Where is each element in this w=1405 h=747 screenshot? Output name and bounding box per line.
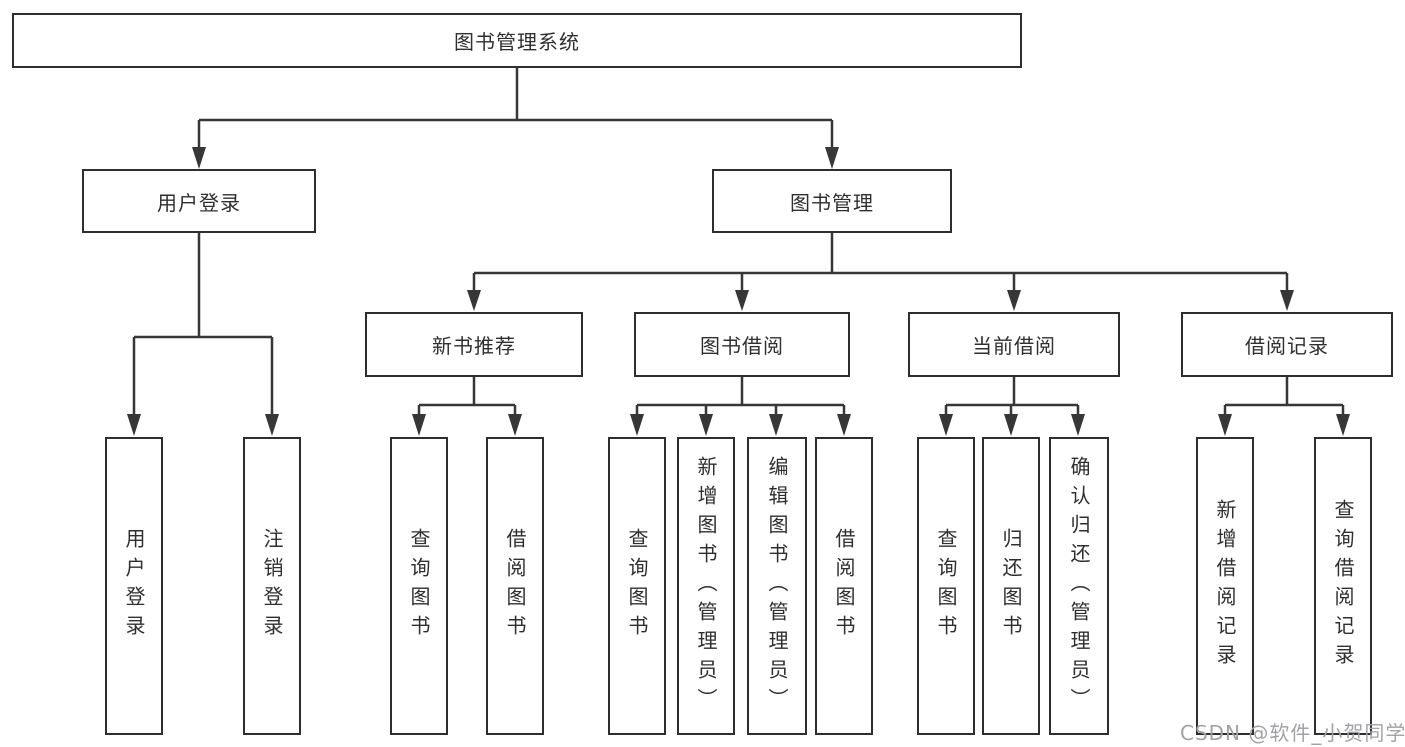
node-label: 借阅记录: [1245, 334, 1329, 358]
csdn-watermark: CSDN @软件_小贺同学: [1180, 721, 1405, 745]
node-book-borrow: 图书借阅: [634, 312, 850, 377]
node-label: 新增图书（管理员）: [694, 455, 718, 717]
node-label: 查询图书: [407, 528, 431, 644]
node-leaf-edit-books-admin: 编辑图书（管理员）: [747, 437, 807, 735]
node-user-login: 用户登录: [82, 169, 316, 233]
node-label: 图书管理系统: [454, 30, 580, 54]
node-leaf-query-borrow-record: 查询借阅记录: [1314, 437, 1372, 735]
node-label: 借阅图书: [832, 528, 856, 644]
node-leaf-query-books-current: 查询图书: [917, 437, 975, 735]
node-leaf-add-books-admin: 新增图书（管理员）: [677, 437, 735, 735]
node-label: 确认归还（管理员）: [1067, 455, 1091, 717]
node-leaf-query-books-recommend: 查询图书: [390, 437, 448, 735]
node-leaf-user-login: 用户登录: [105, 437, 163, 735]
node-new-book-recommend: 新书推荐: [365, 312, 583, 377]
node-leaf-logout: 注销登录: [243, 437, 301, 735]
arrowheads: [127, 147, 1350, 436]
node-label: 新书推荐: [432, 334, 516, 358]
node-leaf-borrow-books: 借阅图书: [815, 437, 873, 735]
node-leaf-borrow-books-recommend: 借阅图书: [486, 437, 544, 735]
node-label: 查询图书: [934, 528, 958, 644]
node-label: 当前借阅: [972, 334, 1056, 358]
node-label: 编辑图书（管理员）: [765, 455, 789, 717]
node-label: 新增借阅记录: [1213, 499, 1237, 673]
node-label: 归还图书: [999, 528, 1023, 644]
node-current-borrow: 当前借阅: [908, 312, 1120, 377]
node-book-management: 图书管理: [712, 169, 952, 233]
node-borrow-records: 借阅记录: [1181, 312, 1393, 377]
node-library-management-system: 图书管理系统: [12, 13, 1022, 68]
node-label: 用户登录: [157, 190, 241, 215]
node-leaf-add-borrow-record: 新增借阅记录: [1196, 437, 1254, 735]
node-label: 图书管理: [790, 190, 874, 215]
node-leaf-confirm-return-admin: 确认归还（管理员）: [1049, 437, 1109, 735]
node-label: 用户登录: [122, 528, 146, 644]
node-label: 查询图书: [625, 528, 649, 644]
node-label: 借阅图书: [503, 528, 527, 644]
node-label: 注销登录: [260, 528, 284, 644]
node-leaf-query-books-borrow: 查询图书: [608, 437, 666, 735]
node-label: 查询借阅记录: [1331, 499, 1355, 673]
node-leaf-return-books: 归还图书: [982, 437, 1040, 735]
node-label: 图书借阅: [700, 334, 784, 358]
